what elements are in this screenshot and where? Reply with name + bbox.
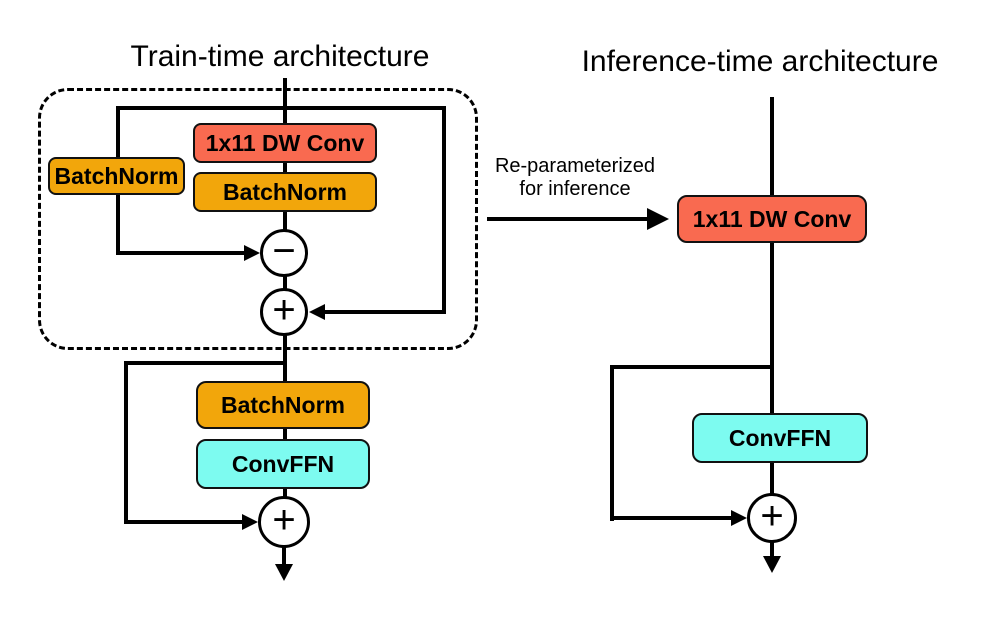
inference-residual-arrowhead-icon xyxy=(731,510,747,526)
train-skip-right-line xyxy=(442,106,446,314)
plus-merge-op-circle: + xyxy=(260,288,308,336)
inference-output-arrowhead-icon xyxy=(763,556,781,573)
train-batchnorm-mid-box: BatchNorm xyxy=(193,172,377,212)
train-batchnorm-lower-label: BatchNorm xyxy=(221,391,345,418)
train-output-line xyxy=(282,546,286,566)
train-minus-input-line xyxy=(116,251,244,255)
train-block-dashed-border xyxy=(38,88,478,350)
minus-input-arrowhead-icon xyxy=(244,245,260,261)
inference-residual-input-line xyxy=(610,516,731,520)
inference-convffn-label: ConvFFN xyxy=(728,424,832,451)
train-plus-residual-op-label: + xyxy=(272,498,296,542)
train-batchnorm-branch-label: BatchNorm xyxy=(54,162,179,189)
train-convffn-box: ConvFFN xyxy=(196,439,370,489)
train-residual-input-line xyxy=(124,520,242,524)
train-time-title: Train-time architecture xyxy=(130,40,430,73)
inference-time-title: Inference-time architecture xyxy=(581,45,939,78)
train-residual-arrowhead-icon xyxy=(242,514,258,530)
inference-dwconv-label: 1x11 DW Conv xyxy=(692,205,852,232)
plus-input-arrowhead-icon xyxy=(309,304,325,320)
train-plus-residual-op-circle: + xyxy=(258,496,310,548)
reparam-annotation-line2: for inference xyxy=(519,178,631,200)
train-skip-top-line xyxy=(116,106,446,110)
reparam-annotation: Re-parameterized for inference xyxy=(470,155,680,201)
reparam-annotation-line1: Re-parameterized xyxy=(494,155,656,177)
minus-op-label: − xyxy=(272,229,296,273)
inference-dwconv-box: 1x11 DW Conv xyxy=(677,195,867,243)
train-output-arrowhead-icon xyxy=(275,564,293,581)
inference-plus-residual-op-label: + xyxy=(760,494,784,538)
train-batchnorm-branch-box: BatchNorm xyxy=(48,157,185,195)
inference-plus-residual-op-circle: + xyxy=(747,493,797,543)
reparam-arrowhead-icon xyxy=(647,208,669,230)
train-batchnorm-lower-box: BatchNorm xyxy=(196,381,370,429)
train-plus-input-line xyxy=(325,310,446,314)
train-convffn-label: ConvFFN xyxy=(231,450,335,477)
train-residual-top-line xyxy=(124,361,285,365)
train-batchnorm-mid-label: BatchNorm xyxy=(223,178,347,205)
plus-merge-op-label: + xyxy=(272,288,296,332)
train-dwconv-label: 1x11 DW Conv xyxy=(205,129,365,156)
train-dwconv-box: 1x11 DW Conv xyxy=(193,123,377,163)
inference-residual-left-line xyxy=(610,365,614,521)
inference-output-line xyxy=(770,541,774,558)
inference-convffn-box: ConvFFN xyxy=(692,413,868,463)
reparam-arrow-line xyxy=(487,217,649,221)
minus-op-circle: − xyxy=(260,229,308,277)
inference-residual-top-line xyxy=(610,365,772,369)
inference-main-flow-line xyxy=(770,97,774,497)
train-residual-left-line xyxy=(124,361,128,524)
